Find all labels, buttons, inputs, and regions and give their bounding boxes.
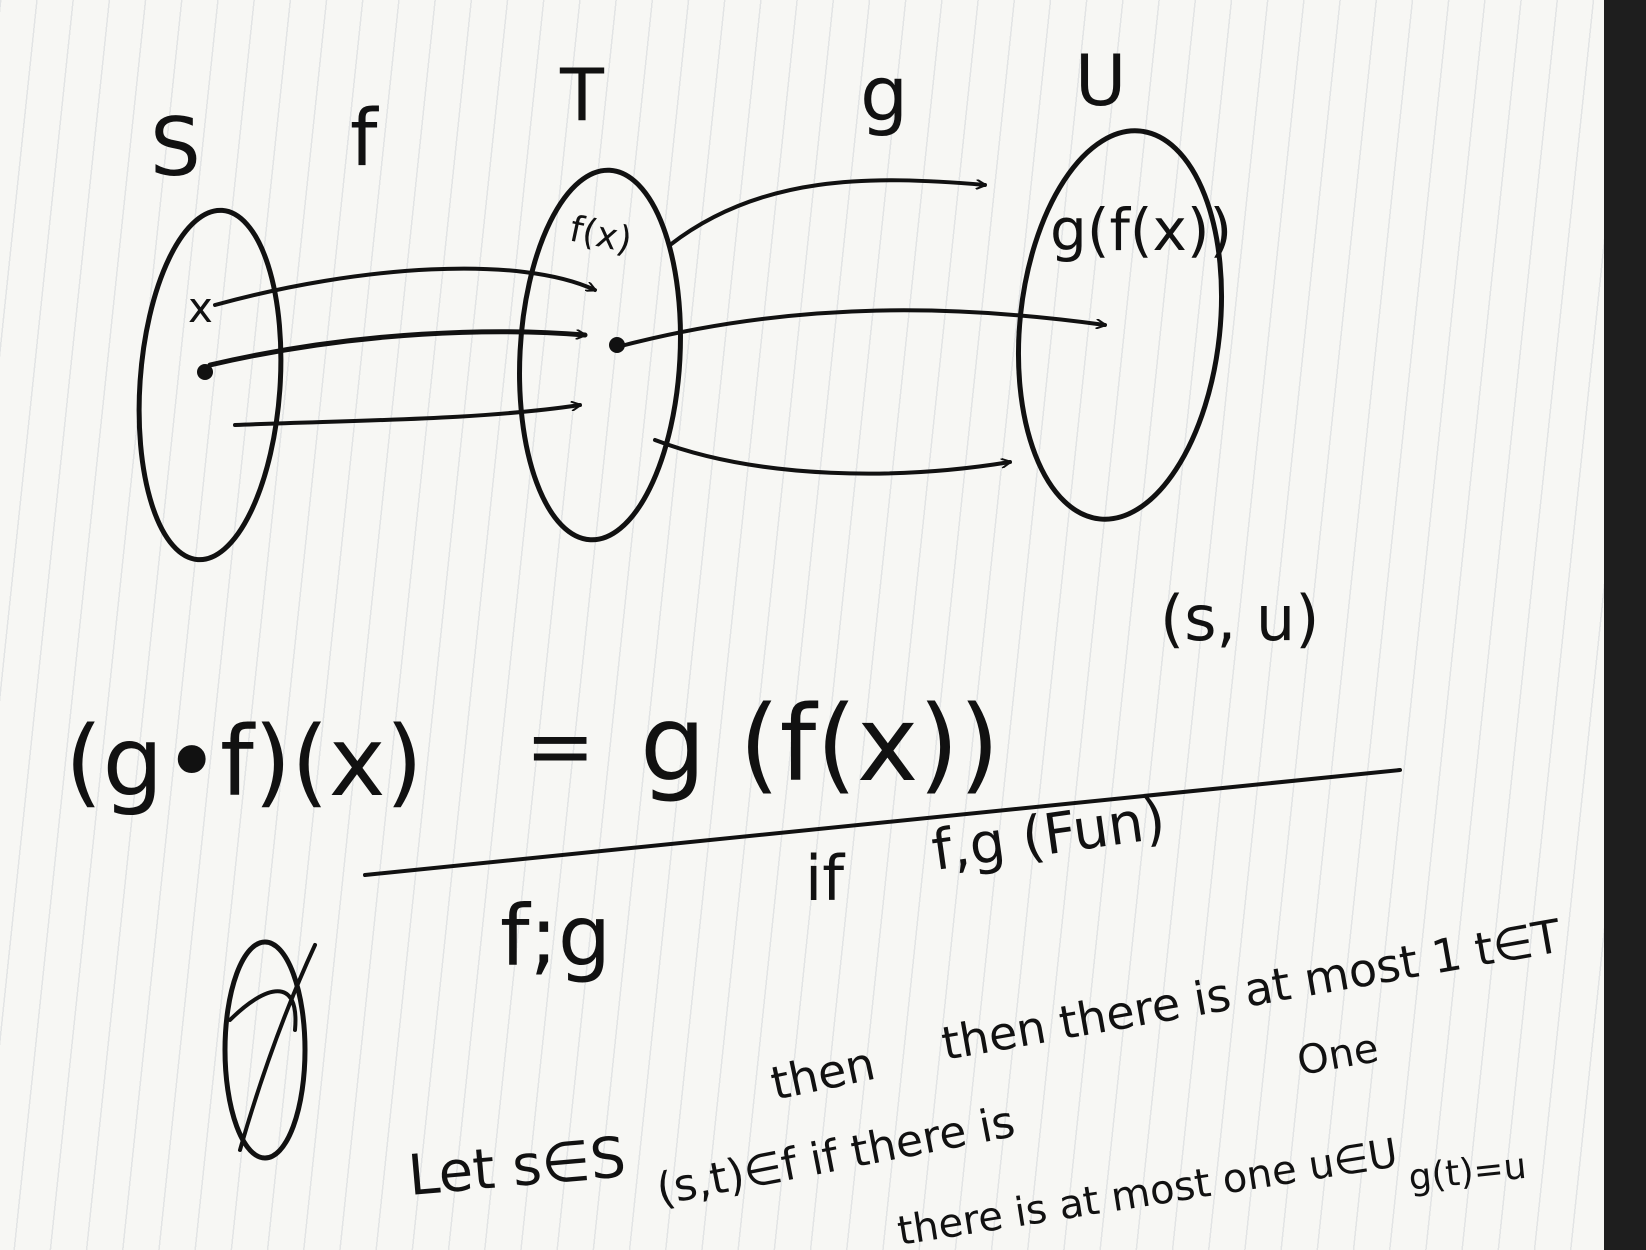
- divider-line: [363, 768, 1402, 877]
- set-s-oval: [136, 207, 284, 563]
- background-edge: [1604, 0, 1646, 1250]
- composition-semicolon: f;g: [500, 887, 611, 985]
- if-word: if: [805, 842, 846, 915]
- proof-line-2-start: Let s∈S: [406, 1125, 629, 1209]
- g-arrow-2: [623, 308, 1107, 347]
- set-s-label: S: [150, 101, 201, 194]
- proof-line-2-right: One: [1294, 1025, 1382, 1084]
- pair-su: (s, u): [1160, 582, 1319, 655]
- f-arrow-3: [233, 405, 582, 427]
- equals-sign: =: [525, 697, 595, 795]
- map-f-label: f: [350, 94, 379, 184]
- element-dot-s: [197, 364, 213, 380]
- notebook-paper: [0, 0, 1604, 1250]
- map-g-label: g: [860, 49, 908, 138]
- crossed-out-mark: [222, 939, 308, 1161]
- set-t-oval: [517, 167, 683, 543]
- f-arrow-1: [213, 266, 595, 307]
- composition-lhs: (g•f)(x): [65, 706, 423, 818]
- element-fx-label: f(x): [566, 209, 635, 262]
- set-u-label: U: [1075, 40, 1126, 122]
- element-x-label: x: [188, 283, 213, 332]
- element-dot-t: [609, 337, 625, 353]
- proof-line-1: then there is at most 1 t∈T: [938, 909, 1566, 1071]
- proof-line-2-end: then: [766, 1036, 880, 1111]
- set-t-label: T: [559, 53, 605, 137]
- g-arrow-1: [668, 178, 987, 247]
- proof-line-5: g(t)=u: [1407, 1146, 1529, 1199]
- g-arrow-3: [653, 438, 1012, 476]
- composition-rhs: g (f(x)): [640, 683, 1000, 805]
- f-arrow-2: [207, 329, 588, 368]
- set-u-oval: [1015, 128, 1225, 522]
- element-gfx-label: g(f(x)): [1050, 196, 1232, 264]
